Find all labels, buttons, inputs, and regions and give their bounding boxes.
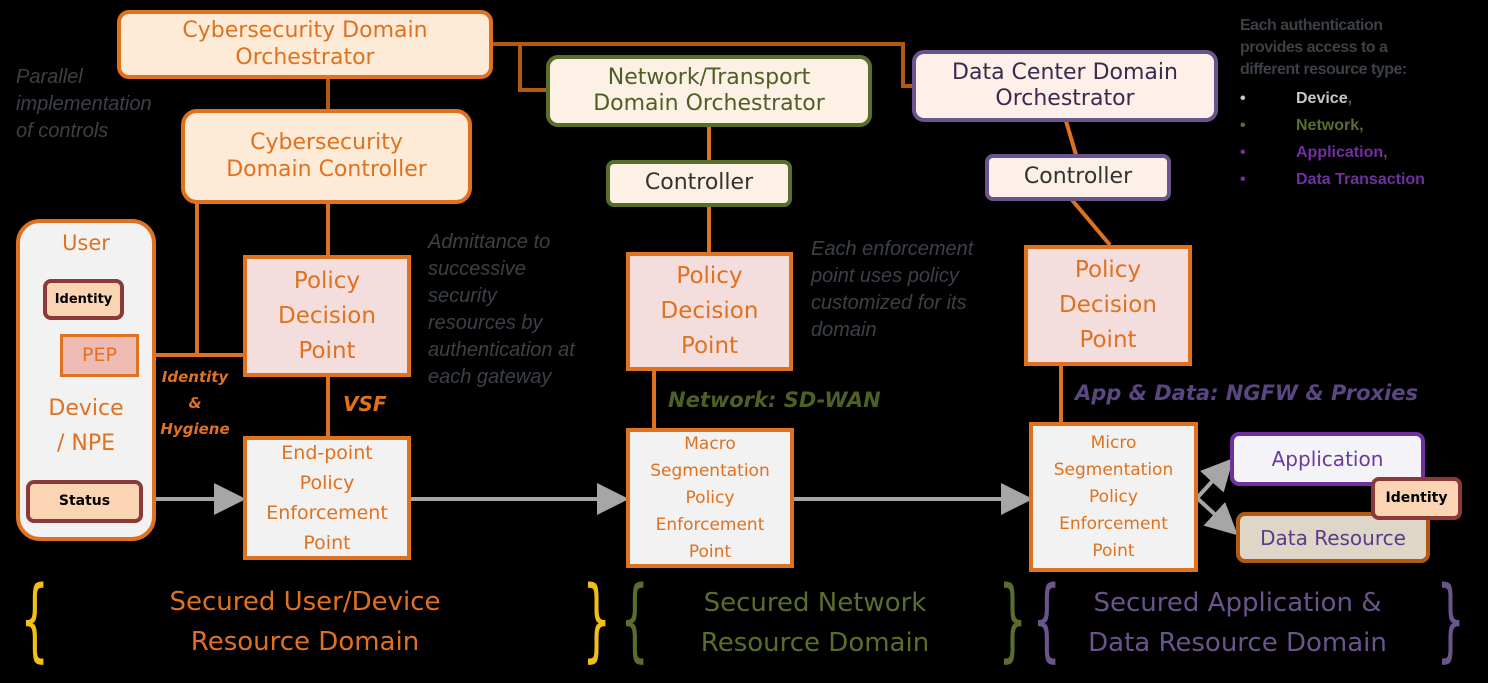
domain-label-user-device: Secured User/Device Resource Domain	[169, 587, 441, 657]
legend-text: Device	[1296, 90, 1348, 107]
domain-label-app-data: Secured Application & Data Resource Doma…	[1088, 588, 1387, 658]
note-parallel-implementation: Parallel implementation of controls	[16, 66, 152, 142]
legend-intro: Each authentication provides access to a…	[1240, 17, 1407, 78]
device-status-badge[interactable]: Status	[26, 480, 143, 523]
device-npe-label: Device / NPE	[48, 396, 124, 456]
dc-orch-to-ctrl-line	[1064, 120, 1078, 156]
legend-item-application: •Application,	[1240, 144, 1388, 161]
domain-label-network: Secured Network Resource Domain	[700, 588, 930, 658]
legend-text: Network,	[1296, 117, 1364, 134]
legend-text: Application	[1296, 144, 1384, 161]
data-resource[interactable]: Data Resource	[1236, 512, 1430, 563]
identity-hygiene-label: Identity & Hygiene	[160, 368, 230, 438]
brace-user-left: {	[20, 567, 49, 672]
app-data-label: App & Data: NGFW & Proxies	[1075, 381, 1419, 405]
network-transport-domain-orchestrator[interactable]: Network/Transport Domain Orchestrator	[546, 55, 872, 127]
note-admittance: Admittance to successive security resour…	[428, 231, 575, 388]
network-controller[interactable]: Controller	[606, 160, 792, 207]
brace-app-right: }	[1436, 567, 1465, 672]
flow-arrow-micro-to-app	[1195, 458, 1234, 500]
legend: Each authentication provides access to a…	[1240, 15, 1480, 193]
user-label: User	[62, 231, 110, 256]
legend-text: Data Transaction	[1296, 171, 1425, 188]
user-identity-badge[interactable]: Identity	[43, 279, 124, 320]
network-sdwan-label: Network: SD-WAN	[668, 388, 881, 412]
legend-item-data-transaction: •Data Transaction	[1240, 171, 1425, 188]
resource-identity-badge[interactable]: Identity	[1371, 477, 1462, 520]
vsf-label: VSF	[343, 392, 387, 416]
policy-decision-point-user[interactable]: Policy Decision Point	[243, 255, 411, 377]
orchestrator-bus-line	[492, 42, 914, 88]
data-center-domain-orchestrator[interactable]: Data Center Domain Orchestrator	[912, 50, 1218, 122]
note-each-enforcement: Each enforcement point uses policy custo…	[811, 238, 974, 341]
legend-item-device: •Device,	[1240, 90, 1353, 107]
datacenter-controller[interactable]: Controller	[985, 154, 1171, 201]
network-orch-link	[518, 44, 548, 92]
macro-segmentation-pep[interactable]: Macro Segmentation Policy Enforcement Po…	[626, 428, 794, 568]
cybersecurity-domain-orchestrator[interactable]: Cybersecurity Domain Orchestrator	[117, 10, 493, 79]
brace-app-left: {	[1032, 567, 1061, 672]
brace-network-left: {	[620, 567, 649, 672]
flow-arrow-micro-to-data	[1195, 496, 1238, 536]
device-pep-box[interactable]: PEP	[60, 334, 139, 377]
micro-segmentation-pep[interactable]: Micro Segmentation Policy Enforcement Po…	[1029, 422, 1198, 572]
cybersecurity-domain-controller[interactable]: Cybersecurity Domain Controller	[181, 109, 472, 204]
brace-network-right: }	[998, 567, 1027, 672]
dc-ctrl-to-pdp-line	[1070, 198, 1112, 247]
policy-decision-point-datacenter[interactable]: Policy Decision Point	[1024, 245, 1192, 366]
endpoint-policy-enforcement-point[interactable]: End-point Policy Enforcement Point	[243, 436, 411, 560]
legend-item-network: •Network,	[1240, 117, 1364, 134]
brace-user-right: }	[582, 567, 611, 672]
policy-decision-point-network[interactable]: Policy Decision Point	[626, 252, 793, 371]
